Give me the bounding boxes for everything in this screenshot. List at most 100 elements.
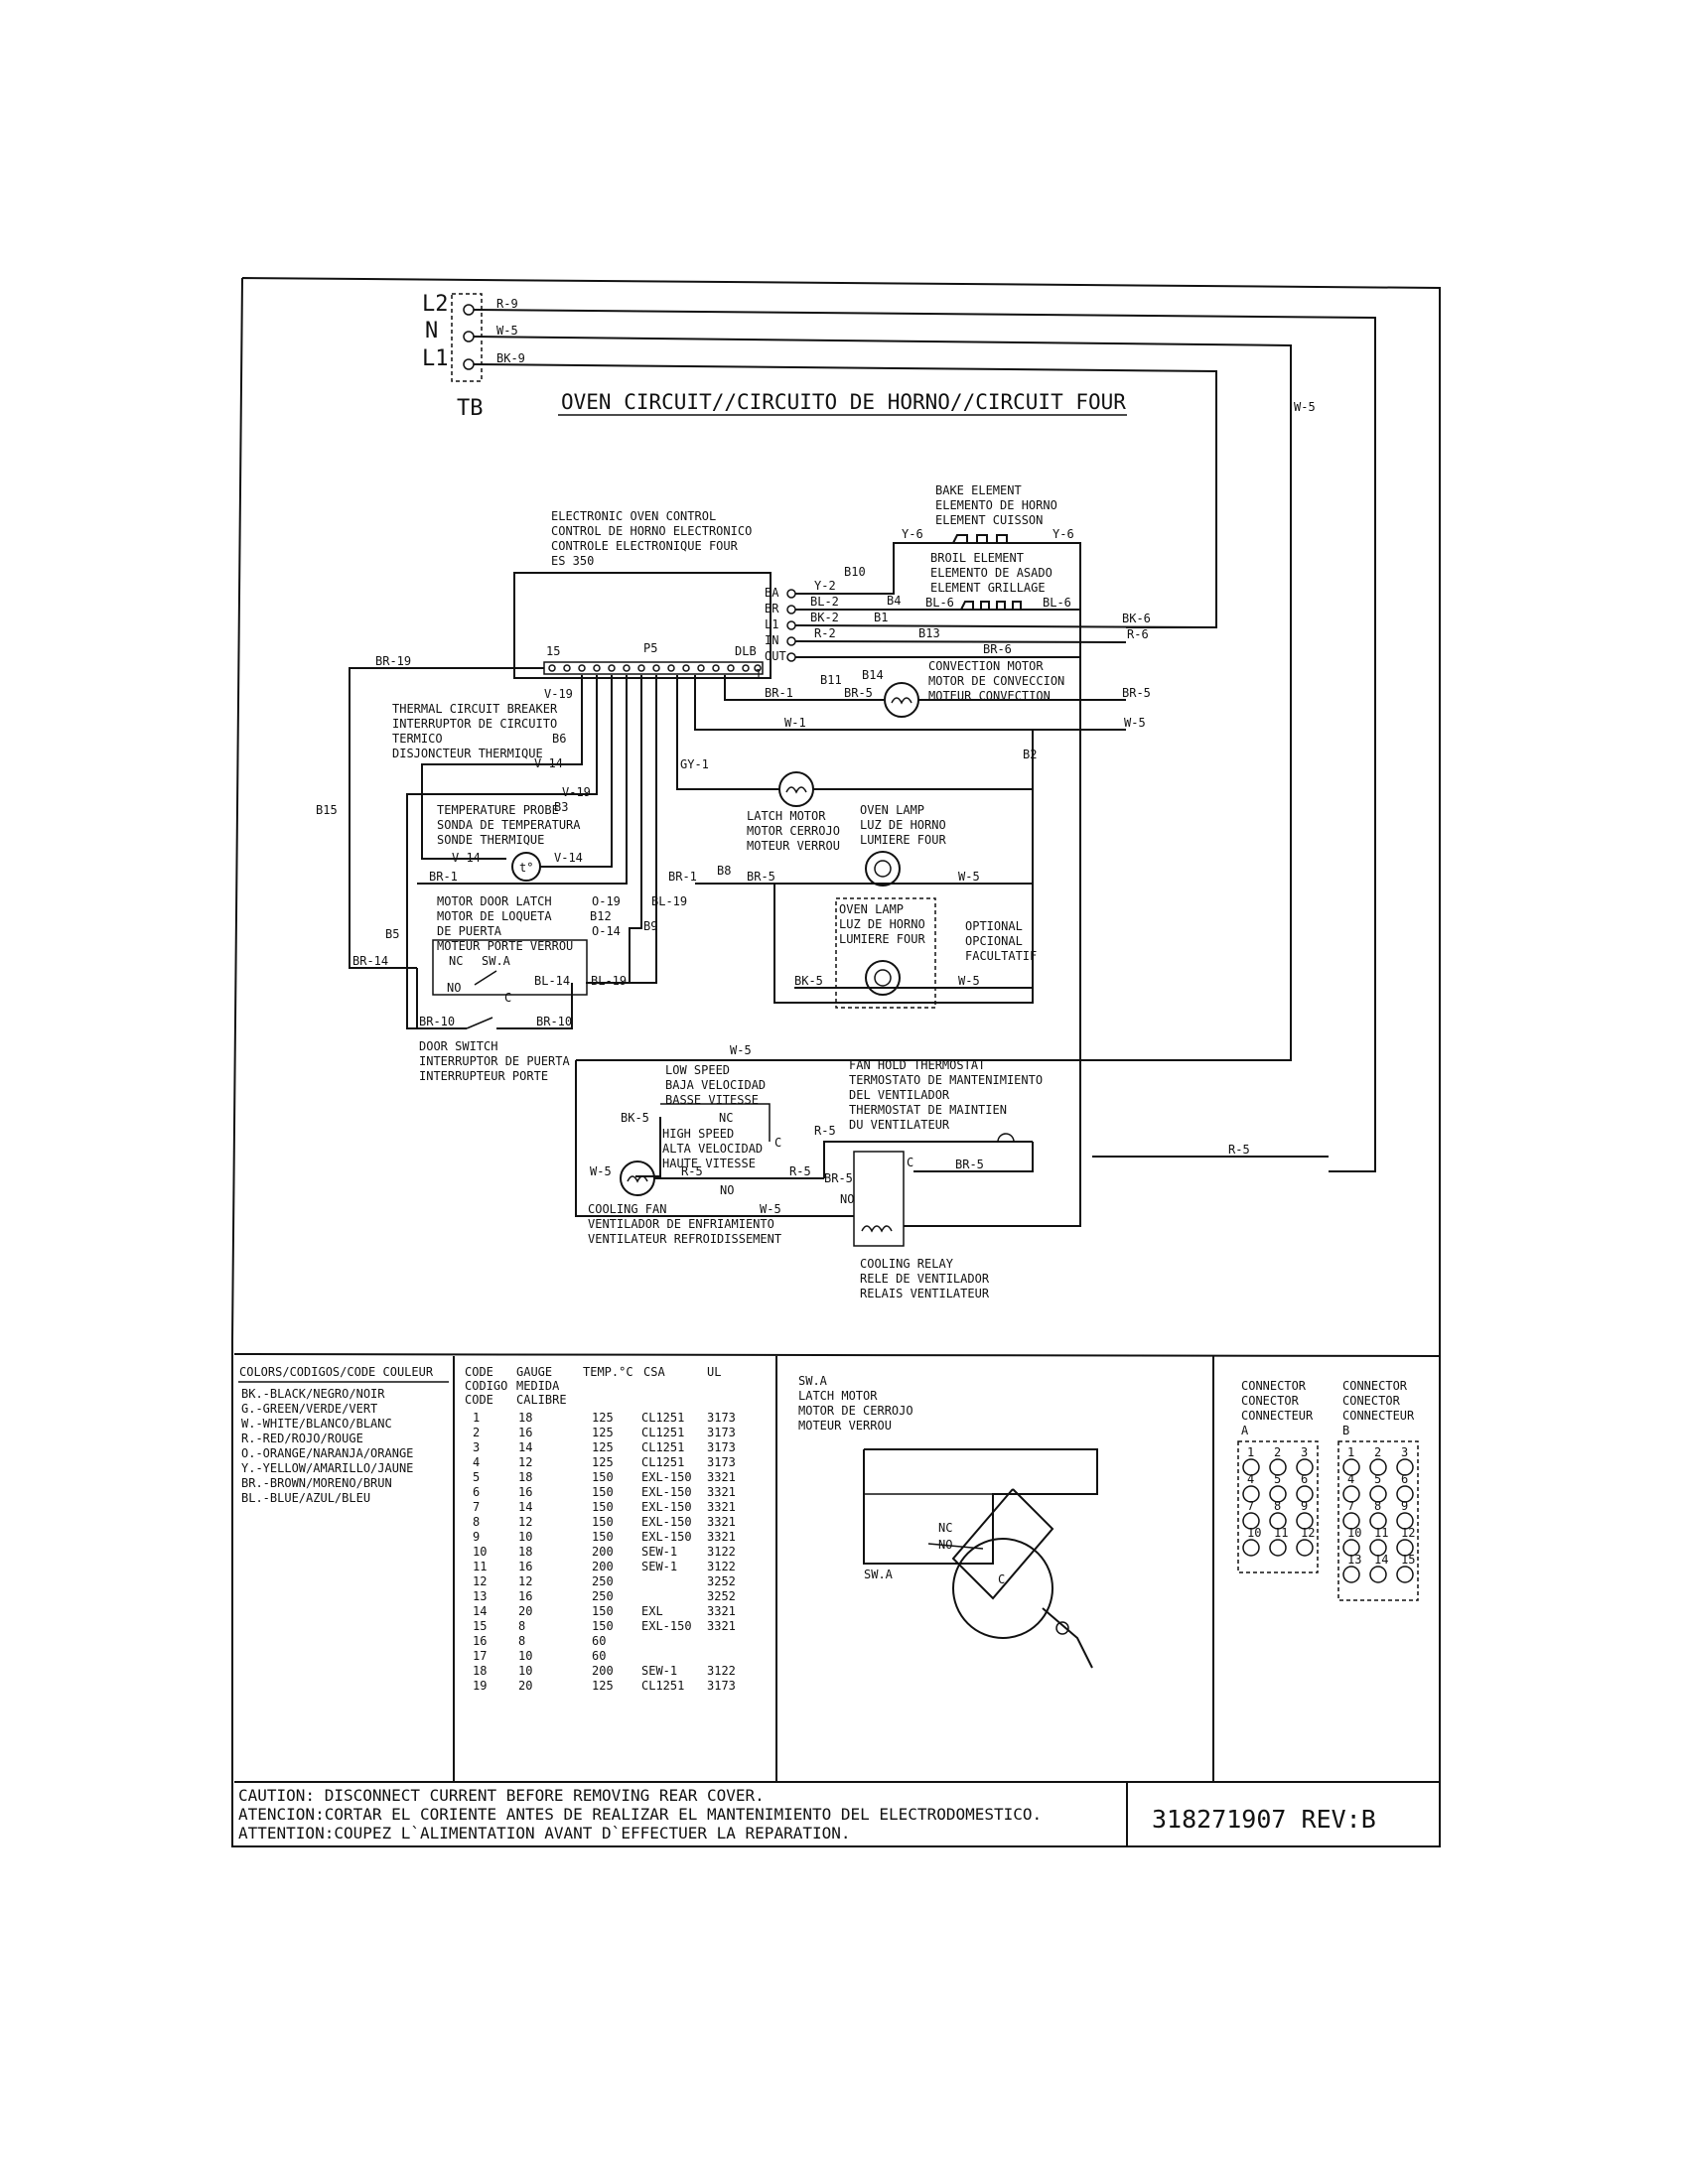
gauge-cell: 20 <box>518 1604 532 1618</box>
wire-label-gy1: GY-1 <box>680 757 709 771</box>
gauge-cell: 150 <box>592 1485 614 1499</box>
bake-line-1: BAKE ELEMENT <box>935 483 1022 497</box>
conn-a-pin-hole <box>1242 1485 1260 1503</box>
gauge-cell: 150 <box>592 1604 614 1618</box>
gauge-header-cell: CODIGO <box>465 1379 507 1393</box>
gauge-cell: CL1251 <box>641 1679 684 1693</box>
latch-line-a: MOTOR DOOR LATCH <box>437 894 552 908</box>
gauge-cell: 11 <box>473 1560 487 1573</box>
thermostat-5: DU VENTILATEUR <box>849 1118 950 1132</box>
gauge-cell: 3173 <box>707 1440 736 1454</box>
wire-label-bk6: BK-6 <box>1122 612 1151 625</box>
swa-line-2: LATCH MOTOR <box>798 1389 878 1403</box>
wire-label-y6-left: Y-6 <box>902 527 923 541</box>
wire-label-r2: R-2 <box>814 626 836 640</box>
wire-label-bk9: BK-9 <box>496 351 525 365</box>
relay-no: NO <box>840 1192 854 1206</box>
gauge-cell: 2 <box>473 1426 480 1439</box>
conn-b-pin-hole <box>1369 1539 1387 1557</box>
caution-en: CAUTION: DISCONNECT CURRENT BEFORE REMOV… <box>238 1786 765 1805</box>
conn-b-pin-number: 3 <box>1401 1445 1408 1459</box>
gauge-header-cell: CODE <box>465 1393 493 1407</box>
optional-line-1: OPTIONAL <box>965 919 1023 933</box>
sw-c: C <box>504 991 511 1005</box>
high-speed-2: ALTA VELOCIDAD <box>662 1142 763 1156</box>
latch-motor: GY-1 LATCH MOTOR MOTOR CERROJO MOTEUR VE… <box>676 675 1033 853</box>
conn-a-line-2: CONECTOR <box>1241 1394 1300 1408</box>
element-wiring: BAKE ELEMENT ELEMENTO DE HORNO ELEMENT C… <box>794 483 1217 1227</box>
terminal-l1: L1 <box>422 346 449 371</box>
swa-c: C <box>998 1572 1005 1586</box>
gauge-cell: 125 <box>592 1411 614 1425</box>
caution-es: ATENCION:CORTAR EL CORIENTE ANTES DE REA… <box>238 1805 1042 1824</box>
conn-a-pin-number: 3 <box>1301 1445 1308 1459</box>
door-switch-line-3: INTERRUPTEUR PORTE <box>419 1069 548 1083</box>
conn-b-pin-number: 11 <box>1374 1526 1388 1540</box>
connector-b5: B5 <box>385 927 399 941</box>
gauge-header-cell: UL <box>707 1365 721 1379</box>
gauge-cell: 3321 <box>707 1604 736 1618</box>
gauge-header-cell: GAUGE <box>516 1365 552 1379</box>
conn-a-pin-number: 4 <box>1247 1472 1254 1486</box>
breaker-line-1: THERMAL CIRCUIT BREAKER <box>392 702 558 716</box>
gauge-cell: 150 <box>592 1470 614 1484</box>
legend-color-7: BR.-BROWN/MORENO/BRUN <box>241 1476 392 1490</box>
connector-b14: B14 <box>862 668 884 682</box>
wire-label-br1-left: BR-1 <box>429 870 458 884</box>
footer: CAUTION: DISCONNECT CURRENT BEFORE REMOV… <box>238 1786 1376 1843</box>
gauge-cell: 3122 <box>707 1545 736 1559</box>
conn-a-pin-hole <box>1242 1458 1260 1476</box>
connector-b13: B13 <box>918 626 940 640</box>
gauge-cell: 3321 <box>707 1619 736 1633</box>
gauge-cell: 12 <box>518 1515 532 1529</box>
wire-label-w5-b2: W-5 <box>1124 716 1146 730</box>
gauge-cell: CL1251 <box>641 1455 684 1469</box>
conn-b-pin-hole <box>1396 1485 1414 1503</box>
swa-line-3: MOTOR DE CERROJO <box>798 1404 913 1418</box>
gauge-cell: 200 <box>592 1664 614 1678</box>
gauge-cell: 150 <box>592 1530 614 1544</box>
relay-c: C <box>907 1156 913 1169</box>
conn-a-pin-hole <box>1269 1539 1287 1557</box>
wire-label-v14-a: V-14 <box>534 756 563 770</box>
gauge-cell: 3 <box>473 1440 480 1454</box>
bake-line-3: ELEMENT CUISSON <box>935 513 1043 527</box>
door-switch-line-1: DOOR SWITCH <box>419 1039 497 1053</box>
gauge-cell: 3122 <box>707 1560 736 1573</box>
connector-b10: B10 <box>844 565 866 579</box>
conn-b-pin-number: 6 <box>1401 1472 1408 1486</box>
conn-b-pin-number: 2 <box>1374 1445 1381 1459</box>
gauge-cell: 200 <box>592 1545 614 1559</box>
conn-b-pin-number: 1 <box>1347 1445 1354 1459</box>
conn-a-line-4: A <box>1241 1424 1249 1437</box>
cooling-fan-3: VENTILATEUR REFROIDISSEMENT <box>588 1232 781 1246</box>
part-number: 318271907 REV:B <box>1152 1805 1376 1834</box>
swa-detail: SW.A LATCH MOTOR MOTOR DE CERROJO MOTEUR… <box>798 1374 1098 1669</box>
gauge-cell: 3252 <box>707 1589 736 1603</box>
conn-b-pin-hole <box>1342 1458 1360 1476</box>
conn-b-pin-hole <box>1342 1566 1360 1583</box>
conn-a-line-3: CONNECTEUR <box>1241 1409 1314 1423</box>
wire-label-br1-top: BR-1 <box>765 686 793 700</box>
connector-b6: B6 <box>552 732 566 746</box>
broil-line-2: ELEMENTO DE ASADO <box>930 566 1052 580</box>
wire-label-bl19-a: BL-19 <box>651 894 687 908</box>
thermostat-2: TERMOSTATO DE MANTENIMIENTO <box>849 1073 1043 1087</box>
gauge-cell: 6 <box>473 1485 480 1499</box>
conn-a-pin-hole <box>1269 1485 1287 1503</box>
gauge-cell: 125 <box>592 1455 614 1469</box>
optional-line-3: FACULTATIF <box>965 949 1037 963</box>
legend-heading: COLORS/CODIGOS/CODE COULEUR <box>239 1365 434 1379</box>
gauge-cell: 16 <box>518 1485 532 1499</box>
gauge-cell: 10 <box>518 1530 532 1544</box>
cooling-fan-2: VENTILADOR DE ENFRIAMIENTO <box>588 1217 774 1231</box>
wire-label-br5-conv: BR-5 <box>844 686 873 700</box>
terminal-l2: L2 <box>422 292 449 317</box>
terminal-br: BR <box>765 602 779 615</box>
wire-label-br14: BR-14 <box>352 954 388 968</box>
wire-label-bk5-fan: BK-5 <box>621 1111 649 1125</box>
conn-a-pin-hole <box>1296 1512 1314 1530</box>
gauge-header-cell: CSA <box>643 1365 665 1379</box>
wire-label-r6: R-6 <box>1127 627 1149 641</box>
